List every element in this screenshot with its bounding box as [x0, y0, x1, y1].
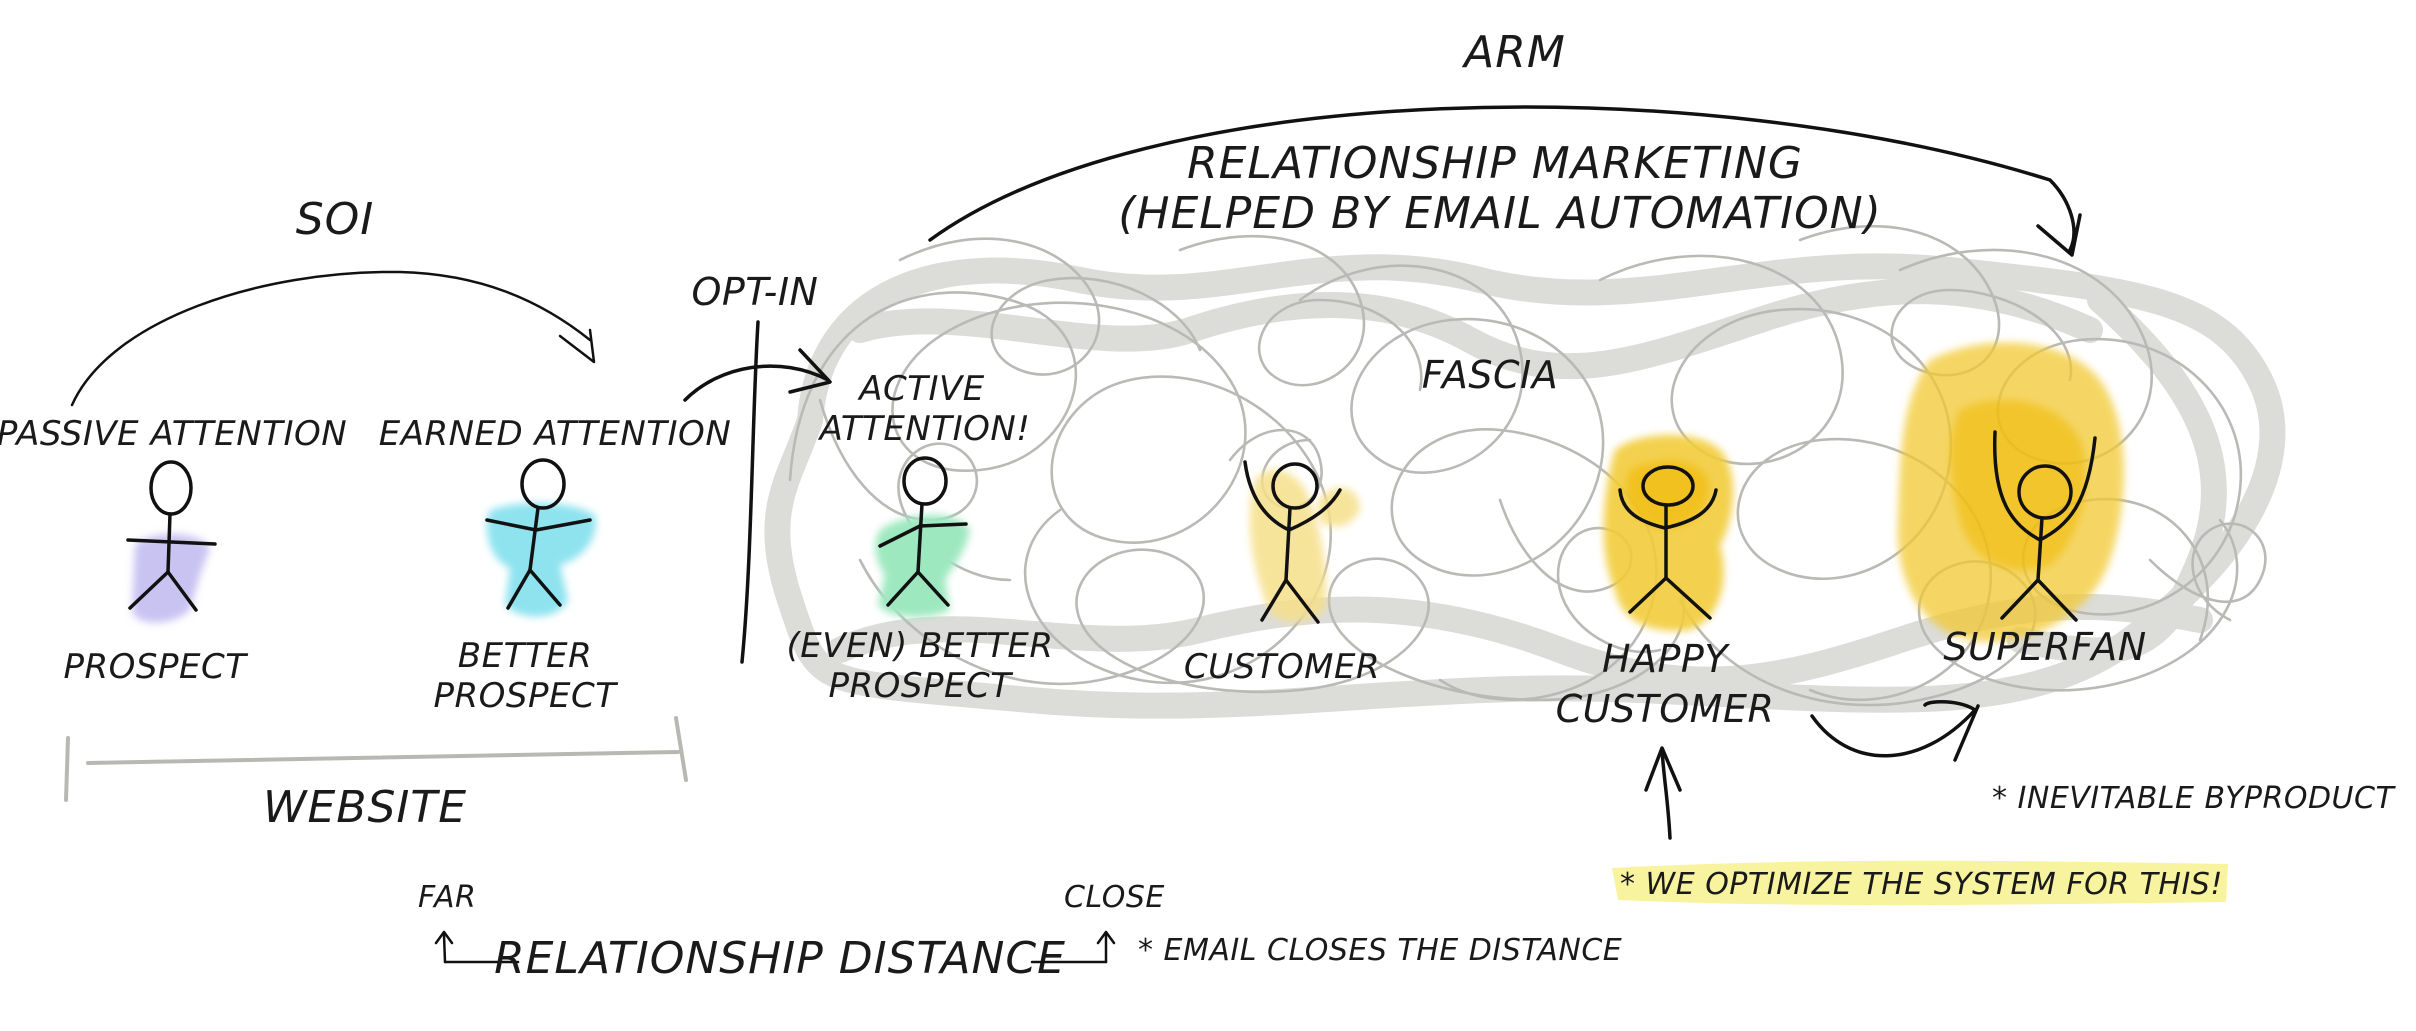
relationship-distance-axis: FAR CLOSE RELATIONSHIP DISTANCE * EMAIL …: [418, 880, 1622, 984]
even-better-prospect-stick-figure: [878, 456, 968, 607]
superfan-label: SUPERFAN: [1943, 625, 2146, 669]
passive-attention-label: PASSIVE ATTENTION: [0, 414, 347, 454]
happy-customer-highlight: [1603, 435, 1734, 631]
fascia-label: FASCIA: [1422, 353, 1558, 397]
opt-in-arrow: [683, 320, 832, 664]
relationship-distance-label: RELATIONSHIP DISTANCE: [494, 933, 1066, 984]
even-better-prospect-label-line1: (EVEN) BETTER: [787, 626, 1054, 666]
active-attention-label-line2: ATTENTION!: [818, 409, 1031, 449]
inevitable-byproduct-note: * INEVITABLE BYPRODUCT: [1992, 781, 2396, 816]
stage-superfan: SUPERFAN: [1897, 342, 2146, 669]
website-bracket: [64, 716, 688, 802]
better-prospect-highlight: [486, 503, 596, 617]
even-better-prospect-label-line2: PROSPECT: [829, 666, 1014, 706]
website-label: WEBSITE: [263, 782, 467, 833]
active-attention-label-line1: ACTIVE: [857, 369, 985, 409]
relationship-marketing-subtitle: (HELPED BY EMAIL AUTOMATION): [1118, 188, 1882, 239]
email-closes-note: * EMAIL CLOSES THE DISTANCE: [1138, 933, 1622, 968]
happy-customer-stick-figure: [1618, 465, 1718, 620]
up-arrow-happy-customer: [1644, 746, 1682, 840]
superfan-stick-figure: [1992, 430, 2097, 622]
far-label: FAR: [418, 880, 476, 915]
happy-customer-label-line1: HAPPY: [1602, 637, 1730, 681]
arm-label: ARM: [1461, 27, 1566, 78]
happy-customer-label-line2: CUSTOMER: [1556, 687, 1775, 731]
prospect-label: PROSPECT: [64, 647, 249, 687]
stage-prospect: PASSIVE ATTENTION PROSPECT: [0, 414, 347, 687]
soi-arc-arrow: [70, 270, 596, 407]
close-label: CLOSE: [1064, 880, 1165, 915]
arm-arc-arrow: [928, 105, 2082, 257]
relationship-marketing-title: RELATIONSHIP MARKETING: [1187, 138, 1803, 189]
earned-attention-label: EARNED ATTENTION: [379, 414, 732, 454]
optimize-note: * WE OPTIMIZE THE SYSTEM FOR THIS!: [1620, 867, 2223, 902]
stage-even-better-prospect: ACTIVE ATTENTION! (EVEN) BETTER PROSPECT: [787, 369, 1054, 706]
customer-label: CUSTOMER: [1184, 647, 1380, 687]
better-prospect-label-line1: BETTER: [458, 636, 592, 676]
opt-in-label: OPT-IN: [692, 270, 819, 314]
customer-stick-figure: [1243, 460, 1342, 624]
stage-happy-customer: HAPPY CUSTOMER: [1556, 435, 1775, 731]
better-prospect-label-line2: PROSPECT: [434, 676, 619, 716]
prospect-stick-figure: [126, 460, 217, 612]
happy-to-superfan-arrow: [1810, 699, 1980, 762]
stage-customer: CUSTOMER: [1184, 460, 1380, 687]
optimize-note-highlight: [1612, 860, 2228, 906]
soi-label: SOI: [296, 194, 375, 245]
better-prospect-stick-figure: [485, 458, 592, 610]
stage-better-prospect: EARNED ATTENTION BETTER PROSPECT: [379, 414, 732, 716]
